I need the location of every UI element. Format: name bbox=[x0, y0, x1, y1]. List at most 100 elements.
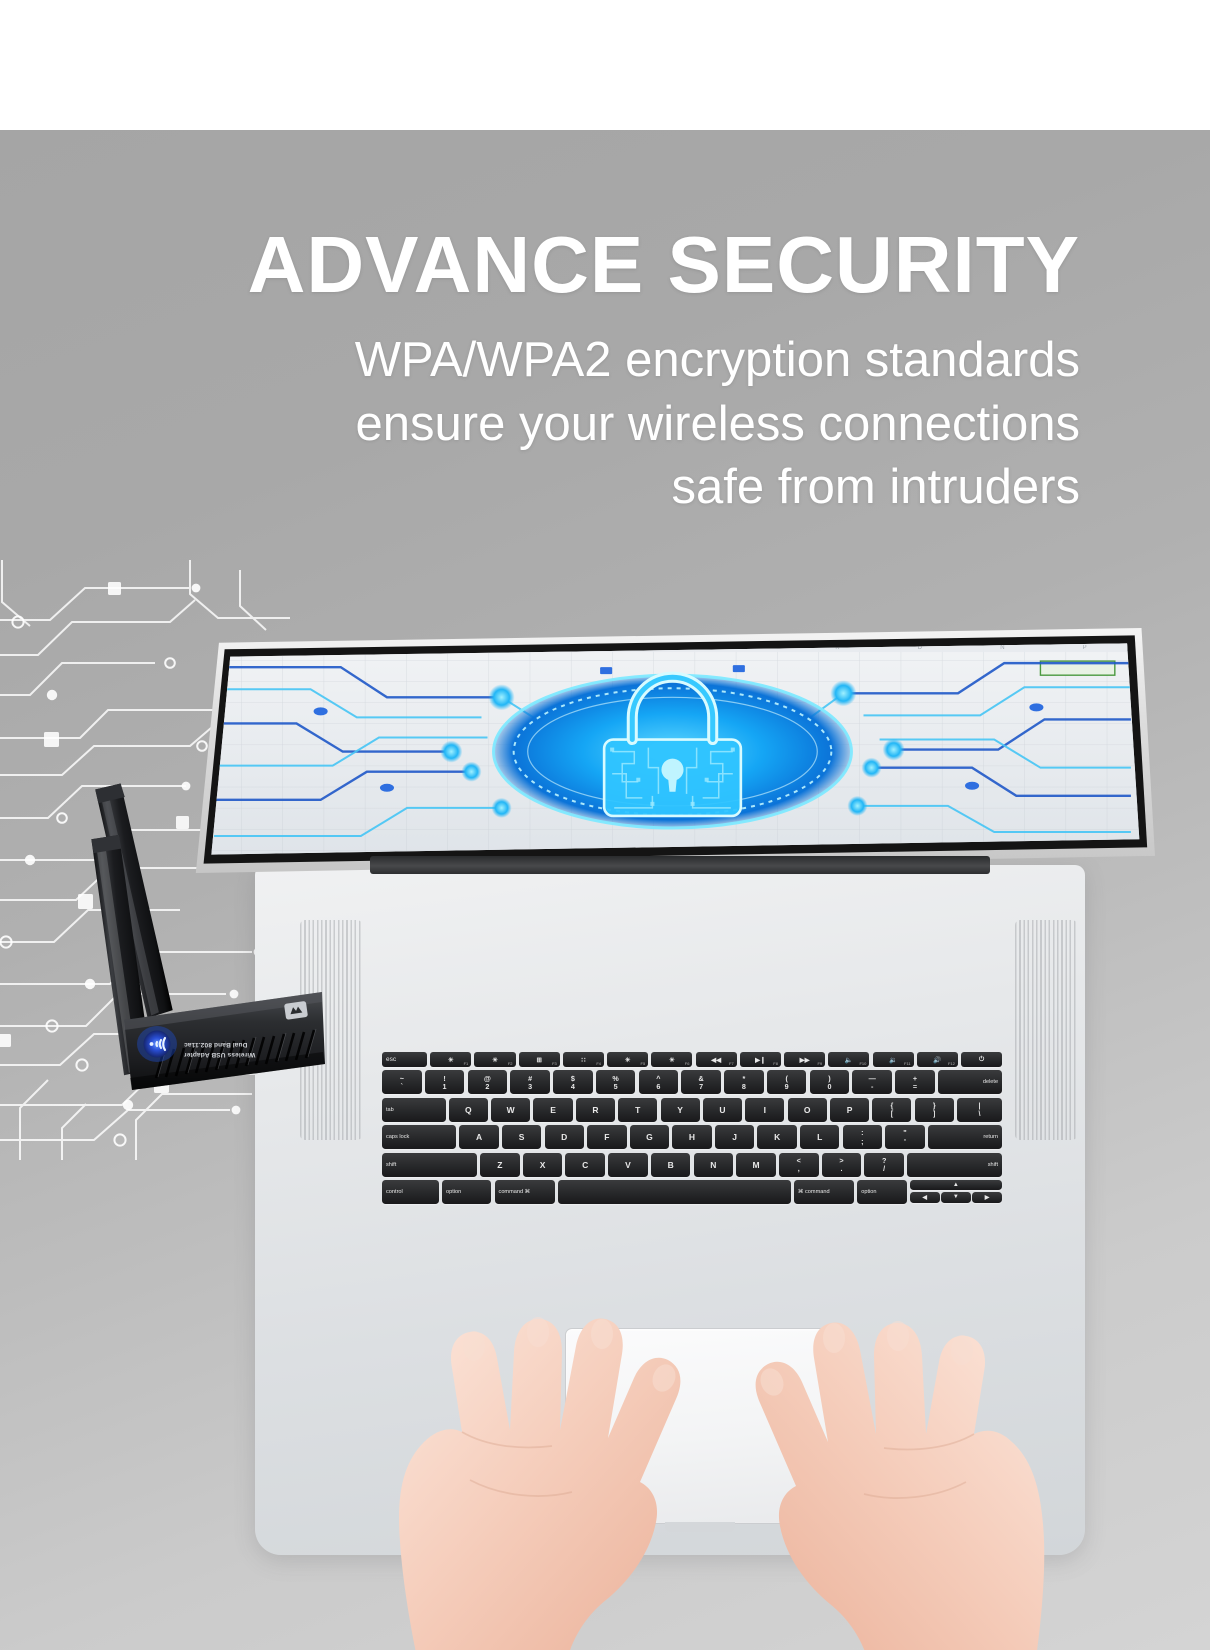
key-arrow-right[interactable]: ▶ bbox=[972, 1191, 1002, 1203]
key-f11-volume-down[interactable]: 🔉 F11 bbox=[872, 1052, 914, 1067]
key-8[interactable]: * 8 bbox=[724, 1070, 764, 1095]
gray-background-panel: ADVANCE SECURITY WPA/WPA2 encryption sta… bbox=[0, 130, 1210, 1650]
key-k[interactable]: K bbox=[757, 1125, 797, 1150]
key-tab[interactable]: tab bbox=[382, 1097, 446, 1122]
key-arrow-up[interactable]: ▲ bbox=[909, 1179, 1002, 1191]
key-equals[interactable]: + = bbox=[895, 1070, 935, 1095]
key-j[interactable]: J bbox=[714, 1125, 755, 1150]
key-5[interactable]: % 5 bbox=[595, 1070, 636, 1095]
key-e[interactable]: E bbox=[533, 1097, 573, 1122]
key-c[interactable]: C bbox=[565, 1152, 605, 1177]
key-period[interactable]: > . bbox=[821, 1152, 862, 1177]
key-a[interactable]: A bbox=[459, 1125, 499, 1150]
key-t[interactable]: T bbox=[618, 1097, 658, 1122]
key-0[interactable]: ) 0 bbox=[809, 1070, 850, 1095]
adapter-label-line-1: Dual Band 802.11ac bbox=[184, 1041, 248, 1049]
key-h[interactable]: H bbox=[672, 1125, 712, 1150]
key-f7-rewind[interactable]: ◀◀ F7 bbox=[695, 1052, 737, 1067]
key-semicolon[interactable]: : ; bbox=[842, 1125, 883, 1150]
key-glyph: ☀ bbox=[624, 1056, 631, 1064]
key-n[interactable]: N bbox=[693, 1152, 734, 1177]
key-quote[interactable]: " ' bbox=[885, 1125, 925, 1150]
key-w[interactable]: W bbox=[491, 1097, 531, 1122]
key-backslash[interactable]: | \ bbox=[957, 1097, 1003, 1122]
key-1[interactable]: ! 1 bbox=[424, 1070, 465, 1095]
key-option-right[interactable]: option bbox=[857, 1179, 907, 1204]
key-2[interactable]: @ 2 bbox=[467, 1070, 508, 1095]
key-r[interactable]: R bbox=[575, 1097, 615, 1122]
key-glyph: ▶▶ bbox=[799, 1056, 810, 1064]
key-fn-label: F5 bbox=[640, 1061, 646, 1066]
key-command-left[interactable]: command ⌘ bbox=[494, 1179, 555, 1204]
key-f12-volume-up[interactable]: 🔊 F12 bbox=[916, 1052, 958, 1067]
key-f8-play-pause[interactable]: ▶❙ F8 bbox=[739, 1052, 781, 1067]
power-button-key[interactable]: ⏻ bbox=[961, 1052, 1003, 1067]
key-s[interactable]: S bbox=[501, 1125, 542, 1150]
svg-text:N: N bbox=[1000, 645, 1004, 651]
keyboard-row-bottom-letters: shift Z X C V B N M < , > . ? bbox=[382, 1152, 1002, 1177]
key-bracket-right[interactable]: } ] bbox=[914, 1097, 954, 1122]
key-f9-fast-forward[interactable]: ▶▶ F9 bbox=[784, 1052, 826, 1067]
key-f[interactable]: F bbox=[587, 1125, 627, 1150]
speaker-grille-right bbox=[1015, 920, 1077, 1140]
key-f4-launchpad[interactable]: ∷ F4 bbox=[562, 1052, 604, 1067]
key-glyph-bottom: , bbox=[797, 1164, 800, 1174]
key-x[interactable]: X bbox=[522, 1152, 563, 1177]
key-4[interactable]: $ 4 bbox=[553, 1070, 593, 1095]
key-m[interactable]: M bbox=[736, 1152, 776, 1177]
key-arrow-left[interactable]: ◀ bbox=[909, 1191, 940, 1203]
key-comma[interactable]: < , bbox=[779, 1152, 819, 1177]
key-glyph-bottom: . bbox=[840, 1164, 843, 1174]
key-slash[interactable]: ? / bbox=[864, 1152, 904, 1177]
key-f5-keyboard-light-down[interactable]: ☀ F5 bbox=[607, 1052, 649, 1067]
keyboard-row-modifiers: control option command ⌘ ⌘ command optio… bbox=[382, 1179, 1002, 1204]
key-i[interactable]: I bbox=[745, 1097, 785, 1122]
key-3[interactable]: # 3 bbox=[510, 1070, 550, 1095]
laptop-hinge bbox=[370, 856, 990, 874]
key-z[interactable]: Z bbox=[480, 1152, 520, 1177]
key-b[interactable]: B bbox=[650, 1152, 691, 1177]
key-glyph-bottom: 6 bbox=[656, 1081, 661, 1091]
key-arrow-down[interactable]: ▼ bbox=[940, 1191, 971, 1203]
usb-wifi-adapter bbox=[91, 783, 325, 1090]
key-l[interactable]: L bbox=[800, 1125, 840, 1150]
key-minus[interactable]: — - bbox=[852, 1070, 892, 1095]
key-option-left[interactable]: option bbox=[442, 1179, 492, 1204]
key-shift-right[interactable]: shift bbox=[907, 1152, 1002, 1177]
key-9[interactable]: ( 9 bbox=[766, 1070, 807, 1095]
key-6[interactable]: ^ 6 bbox=[638, 1070, 679, 1095]
key-glyph-top: " bbox=[903, 1128, 907, 1138]
key-7[interactable]: & 7 bbox=[681, 1070, 721, 1095]
key-f3-mission-control[interactable]: ⊞ F3 bbox=[518, 1052, 560, 1067]
key-esc[interactable]: esc bbox=[382, 1052, 428, 1067]
key-g[interactable]: G bbox=[629, 1125, 670, 1150]
trackpad[interactable] bbox=[565, 1328, 833, 1524]
key-fn-label: F3 bbox=[552, 1061, 557, 1066]
laptop-keyboard[interactable]: esc ☀ F1 ☀ F2 ⊞ F3 ∷ F4 bbox=[382, 1052, 1003, 1300]
key-bracket-left[interactable]: { [ bbox=[872, 1097, 912, 1122]
key-glyph: ∷ bbox=[581, 1056, 586, 1064]
key-p[interactable]: P bbox=[829, 1097, 870, 1122]
key-f10-mute[interactable]: 🔈 F10 bbox=[828, 1052, 870, 1067]
adapter-label-line-2: Wireless USB Adapter bbox=[184, 1051, 256, 1059]
key-return[interactable]: return bbox=[927, 1125, 1002, 1150]
key-q[interactable]: Q bbox=[448, 1097, 488, 1122]
key-glyph: ☀ bbox=[669, 1056, 675, 1064]
key-caps-lock[interactable]: caps lock bbox=[382, 1125, 457, 1150]
key-shift-left[interactable]: shift bbox=[382, 1152, 477, 1177]
key-control[interactable]: control bbox=[382, 1179, 439, 1204]
key-f2-brightness-up[interactable]: ☀ F2 bbox=[474, 1052, 516, 1067]
key-glyph-bottom: / bbox=[883, 1164, 886, 1174]
key-backtick[interactable]: ~ ` bbox=[382, 1070, 422, 1095]
key-glyph-bottom: - bbox=[871, 1081, 874, 1091]
key-y[interactable]: Y bbox=[660, 1097, 700, 1122]
key-f1-brightness-down[interactable]: ☀ F1 bbox=[430, 1052, 472, 1067]
key-u[interactable]: U bbox=[702, 1097, 743, 1122]
key-o[interactable]: O bbox=[787, 1097, 827, 1122]
key-space[interactable] bbox=[557, 1179, 791, 1204]
key-delete[interactable]: delete bbox=[937, 1070, 1003, 1095]
key-v[interactable]: V bbox=[608, 1152, 648, 1177]
key-command-right[interactable]: ⌘ command bbox=[793, 1179, 855, 1204]
key-d[interactable]: D bbox=[544, 1125, 584, 1150]
key-f6-keyboard-light-up[interactable]: ☀ F6 bbox=[651, 1052, 693, 1067]
